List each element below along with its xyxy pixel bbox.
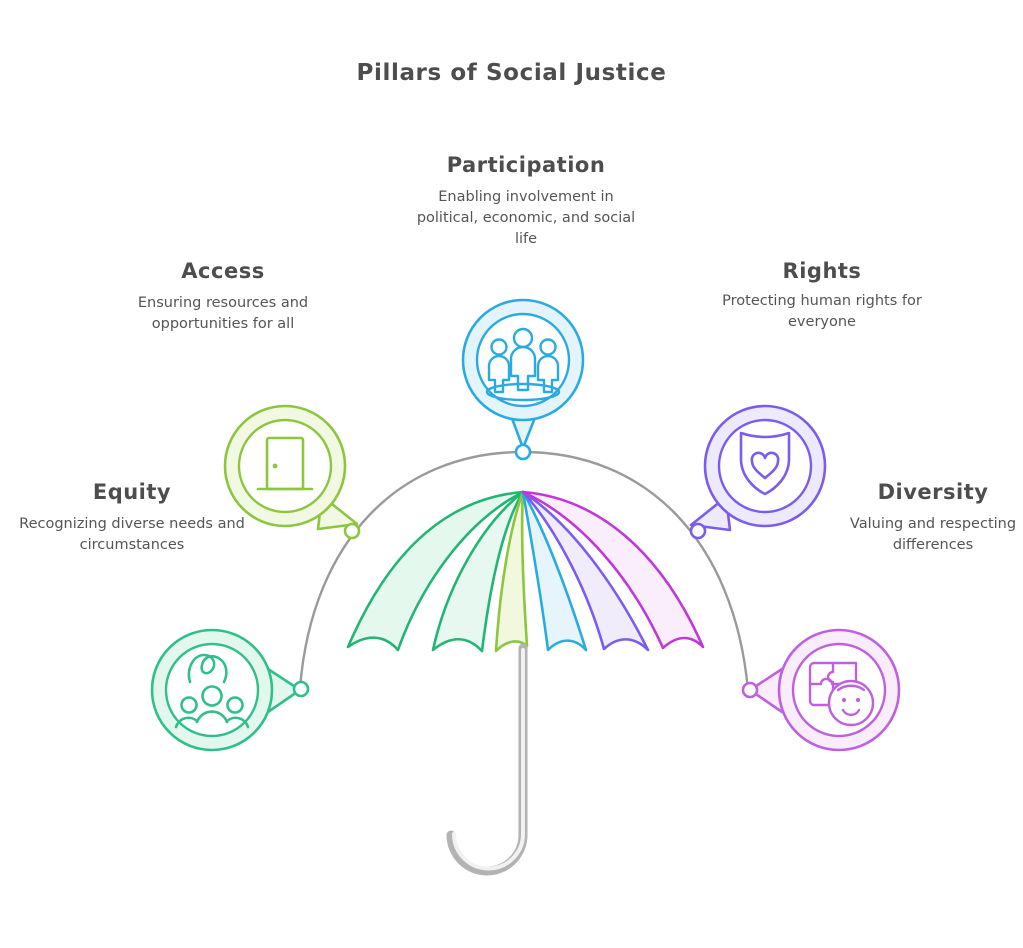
bubble-rights-inner-ring <box>717 418 813 514</box>
pillar-label-access: Access Ensuring resources and opportunit… <box>112 258 334 335</box>
umbrella-panel-purple <box>521 490 650 652</box>
pillar-description-equity: Recognizing diverse needs and circumstan… <box>19 516 245 554</box>
door-icon <box>256 436 314 491</box>
group-of-people-icon <box>485 327 561 402</box>
marker-participation <box>514 443 532 461</box>
pillar-title-diversity: Diversity <box>877 480 989 504</box>
bubble-access[interactable] <box>223 404 361 540</box>
pillar-description-diversity: Valuing and respecting differences <box>849 516 1017 554</box>
marker-equity <box>292 680 310 698</box>
pillar-title-participation: Participation <box>446 153 606 177</box>
bubble-equity[interactable] <box>150 628 310 752</box>
umbrella-handle <box>446 643 528 876</box>
umbrella-handle-highlight <box>452 648 525 871</box>
pillar-title-rights: Rights <box>782 259 862 283</box>
umbrella-canopy <box>346 490 705 653</box>
bubble-access-inner-ring <box>237 418 333 514</box>
umbrella-panel-olive <box>494 490 529 653</box>
pillar-label-rights: Rights Protecting human rights for every… <box>716 258 928 333</box>
umbrella-panel-blue <box>521 490 588 652</box>
umbrella-handle-shape <box>446 643 528 876</box>
umbrella-panel-magenta <box>521 490 705 650</box>
pillar-description-access: Ensuring resources and opportunities for… <box>137 295 309 333</box>
pillar-description-rights: Protecting human rights for everyone <box>722 293 922 331</box>
umbrella-panel-teal <box>431 490 525 653</box>
bubble-participation-inner-ring <box>475 312 571 408</box>
bubble-diversity[interactable] <box>741 628 901 752</box>
bubble-participation[interactable] <box>461 298 585 461</box>
marker-diversity <box>741 681 759 699</box>
pillar-label-equity: Equity Recognizing diverse needs and cir… <box>18 479 246 556</box>
umbrella-panel-green <box>346 490 525 652</box>
bubble-rights[interactable] <box>689 404 827 540</box>
shield-heart-icon <box>739 431 791 496</box>
pillar-title-access: Access <box>181 259 265 283</box>
pillar-label-diversity: Diversity Valuing and respecting differe… <box>838 479 1023 556</box>
page-title: Pillars of Social Justice <box>356 60 667 86</box>
pillar-description-participation: Enabling involvement in political, econo… <box>416 189 636 248</box>
puzzle-face-icon <box>808 661 875 727</box>
pillar-label-participation: Participation Enabling involvement in po… <box>406 152 646 250</box>
pillar-title-equity: Equity <box>92 480 172 504</box>
marker-access <box>343 522 361 540</box>
people-growth-icon <box>174 653 250 729</box>
marker-rights <box>689 522 707 540</box>
